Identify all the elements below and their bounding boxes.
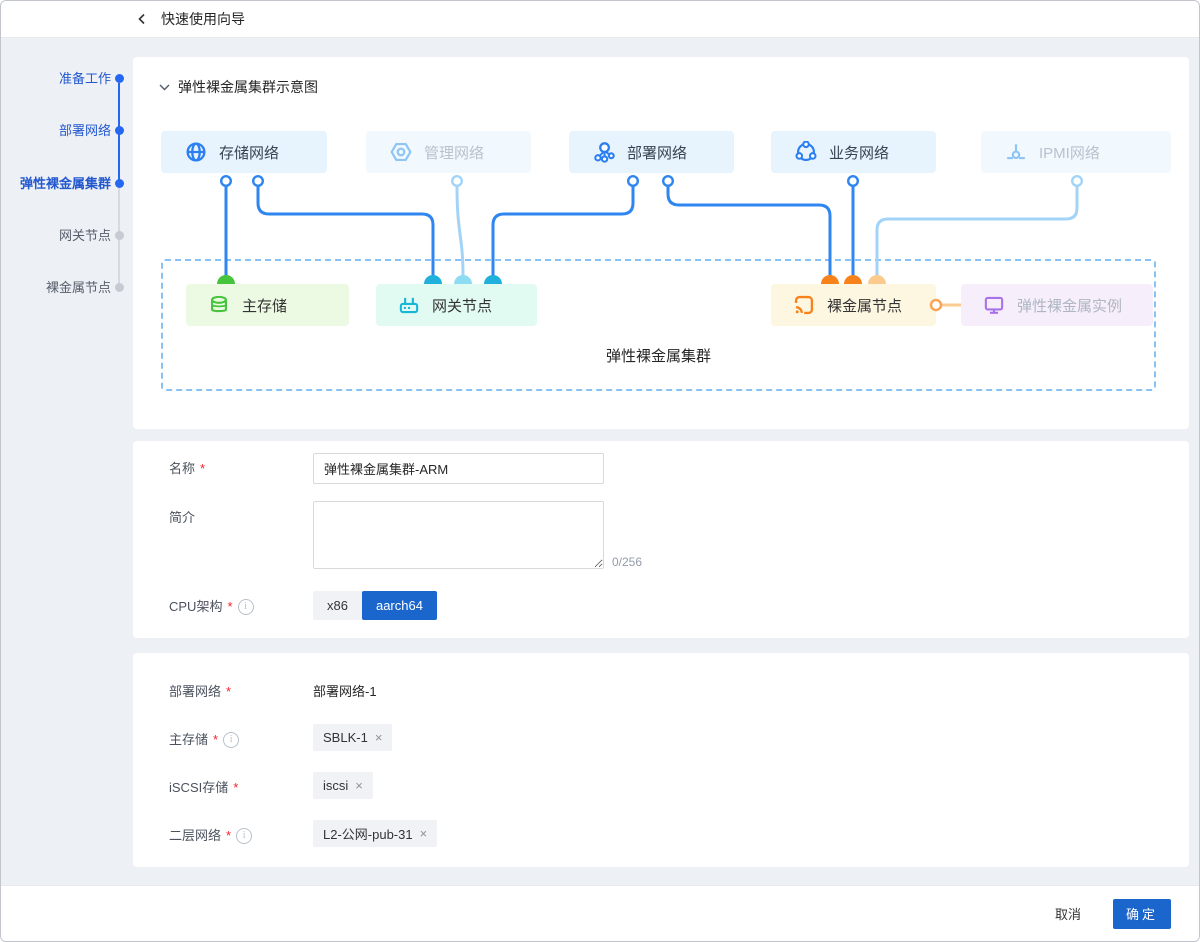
node-box-baremetal-node: 裸金属节点 [771, 284, 936, 326]
info-icon [223, 732, 240, 748]
network-box-label: 部署网络 [627, 144, 688, 162]
back-button[interactable] [135, 12, 149, 26]
network-box-ipmi: IPMI网络 [981, 131, 1171, 173]
tag-label: iscsi [323, 778, 349, 793]
cpu-option-aarch64[interactable]: aarch64 [361, 591, 437, 620]
network-box-management: 管理网络 [366, 131, 531, 173]
network-box-deploy: 部署网络 [569, 131, 734, 173]
network-box-label: 管理网络 [424, 144, 485, 162]
cancel-button[interactable]: 取消 [1049, 903, 1087, 924]
deploy-network-value: 部署网络-1 [313, 684, 377, 699]
node-box-label: 主存储 [242, 297, 288, 315]
network-box-label: 业务网络 [829, 144, 890, 162]
monitor-icon [984, 296, 1004, 314]
diagram-collapse-toggle[interactable]: 弹性裸金属集群示意图 [159, 77, 318, 97]
stepper-item-baremetal-cluster[interactable]: 弹性裸金属集群 [19, 176, 111, 191]
description-textarea[interactable] [313, 501, 604, 569]
stepper-dot [115, 179, 124, 188]
iscsi-storage-label: iSCSI存储* [169, 780, 239, 795]
network-box-storage: 存储网络 [161, 131, 327, 173]
l2-network-label: 二层网络* [169, 827, 253, 845]
node-box-primary-storage: 主存储 [186, 284, 349, 326]
tag-label: L2-公网-pub-31 [323, 827, 413, 842]
cluster-label: 弹性裸金属集群 [605, 348, 711, 365]
wizard-stepper: 准备工作 部署网络 弹性裸金属集群 网关节点 裸金属节点 [1, 38, 133, 338]
network-box-label: IPMI网络 [1039, 144, 1100, 162]
required-mark: * [233, 780, 239, 795]
info-icon [237, 599, 254, 615]
iscsi-storage-tag: iscsi × [313, 772, 373, 799]
topology-icon [594, 142, 615, 163]
diagram-section-title: 弹性裸金属集群示意图 [178, 79, 318, 95]
tag-remove-icon[interactable]: × [419, 826, 428, 841]
cpu-option-x86[interactable]: x86 [313, 591, 362, 620]
network-config-panel: 部署网络* 部署网络-1 主存储* SBLK-1 × iSCSI存储* iscs… [133, 653, 1189, 867]
cpu-arch-toggle: x86 aarch64 [313, 591, 437, 620]
name-label: 名称* [169, 461, 206, 476]
stepper-item-prepare[interactable]: 准备工作 [58, 71, 111, 86]
globe-icon [186, 142, 206, 162]
tag-remove-icon[interactable]: × [355, 778, 363, 793]
deploy-network-label: 部署网络* [169, 684, 232, 699]
name-input[interactable] [313, 453, 604, 484]
stepper-item-deploy-network[interactable]: 部署网络 [58, 123, 111, 138]
basic-info-panel: 名称* 简介 0/256 CPU架构* x86 aarch64 [133, 441, 1189, 638]
stepper-item-gateway-node[interactable]: 网关节点 [58, 228, 111, 243]
hex-nut-icon [390, 142, 412, 162]
node-box-label: 弹性裸金属实例 [1017, 297, 1123, 315]
footer-action-bar: 取消 确定 [1, 885, 1199, 941]
tri-network-icon [795, 141, 817, 162]
l2-network-tag: L2-公网-pub-31 × [313, 820, 438, 847]
tag-remove-icon[interactable]: × [374, 730, 383, 745]
network-box-label: 存储网络 [219, 144, 280, 162]
node-box-gateway-node: 网关节点 [376, 284, 537, 326]
required-mark: * [200, 461, 206, 476]
cast-signal-icon [794, 295, 814, 315]
tag-label: SBLK-1 [323, 730, 368, 745]
cluster-dashed-box [161, 259, 1156, 391]
char-counter: 0/256 [612, 555, 643, 569]
top-bar: 快速使用向导 [1, 1, 1199, 38]
required-mark: * [226, 684, 232, 699]
chevron-left-icon [138, 13, 145, 25]
confirm-button[interactable]: 确定 [1112, 898, 1171, 929]
stepper-dot [115, 126, 124, 135]
stepper-dot [115, 74, 124, 83]
stepper-line-done [118, 83, 120, 187]
primary-storage-label: 主存储* [169, 731, 240, 749]
required-mark: * [213, 732, 219, 747]
bus-tap-icon [1007, 144, 1025, 160]
chevron-down-icon [159, 84, 170, 90]
description-label: 简介 [169, 510, 196, 525]
stepper-dot [115, 231, 124, 240]
database-icon [211, 295, 227, 313]
cpu-arch-label: CPU架构* [169, 598, 254, 616]
required-mark: * [226, 828, 232, 843]
network-box-business: 业务网络 [771, 131, 936, 173]
info-icon [236, 828, 253, 844]
page-title: 快速使用向导 [161, 11, 245, 27]
stepper-item-baremetal-node[interactable]: 裸金属节点 [45, 280, 111, 295]
node-box-label: 网关节点 [432, 297, 493, 315]
node-box-baremetal-instance: 弹性裸金属实例 [961, 284, 1153, 326]
stepper-dot [115, 283, 124, 292]
diagram-panel: 弹性裸金属集群示意图 存储网络 管理网络 [133, 57, 1189, 429]
required-mark: * [227, 599, 233, 614]
primary-storage-tag: SBLK-1 × [313, 724, 393, 751]
node-box-label: 裸金属节点 [827, 297, 903, 315]
router-icon [399, 297, 419, 314]
